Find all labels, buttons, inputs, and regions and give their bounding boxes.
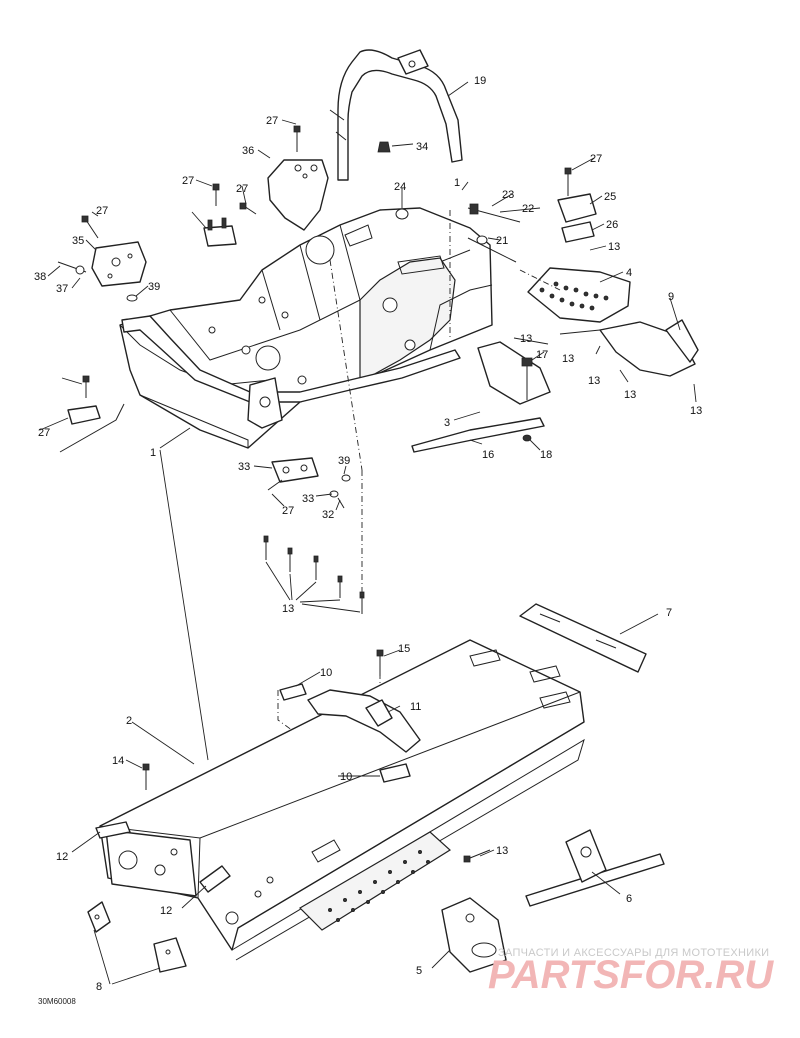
callout-24: 25 — [604, 191, 616, 203]
callout-13c: 13 — [562, 353, 574, 365]
callout-17: 17 — [536, 349, 548, 361]
callout-28: 33 — [238, 461, 250, 473]
callout-15: 15 — [398, 643, 410, 655]
callout-19: 19 — [474, 75, 486, 87]
callout-5: 5 — [416, 965, 422, 977]
callout-36: 38 — [34, 271, 46, 283]
callout-1: 1 — [150, 447, 156, 459]
callout-8: 8 — [96, 981, 102, 993]
callout-30: 33 — [302, 493, 314, 505]
callout-13h: 13 — [496, 845, 508, 857]
callout-9: 9 — [668, 291, 674, 303]
callout-numbers: 19 34 27 36 27 27 24 1 23 22 21 27 25 26… — [34, 75, 702, 993]
callout-23: 24 — [394, 181, 406, 193]
upper-frame — [119, 49, 493, 449]
callout-2: 2 — [126, 715, 132, 727]
drawing-code: 30M60008 — [38, 997, 76, 1006]
tunnel-assembly — [87, 603, 647, 973]
callout-13d: 13 — [588, 375, 600, 387]
callout-35: 37 — [56, 283, 68, 295]
callout-13e: 13 — [624, 389, 636, 401]
callout-33: 35 — [72, 235, 84, 247]
callout-21: 22 — [522, 203, 534, 215]
callout-34: 36 — [242, 145, 254, 157]
callout-27c: 27 — [236, 183, 248, 195]
callout-6: 6 — [626, 893, 632, 905]
callout-3: 3 — [444, 417, 450, 429]
callout-20: 21 — [496, 235, 508, 247]
callout-4: 4 — [626, 267, 632, 279]
callout-37: 39 — [148, 281, 160, 293]
callout-13g: 13 — [282, 603, 294, 615]
callout-16: 16 — [482, 449, 494, 461]
callout-13f: 13 — [690, 405, 702, 417]
callout-7: 7 — [666, 607, 672, 619]
callout-13b: 13 — [520, 333, 532, 345]
callout-31: 39 — [338, 455, 350, 467]
callout-27b: 27 — [182, 175, 194, 187]
callout-22: 23 — [502, 189, 514, 201]
callout-32: 34 — [416, 141, 428, 153]
callout-18: 18 — [540, 449, 552, 461]
callout-27e: 27 — [96, 205, 108, 217]
callout-12a: 12 — [56, 851, 68, 863]
watermark-tagline: ЗАПЧАСТИ И АКСЕССУАРЫ ДЛЯ МОТОТЕХНИКИ — [498, 947, 769, 959]
leader-lines — [39, 81, 697, 985]
small-parts-upper — [57, 125, 699, 614]
watermark-logo: PARTSFOR.RU — [488, 953, 774, 997]
callout-10b: 10 — [340, 771, 352, 783]
callout-10a: 10 — [320, 667, 332, 679]
callout-27a: 27 — [266, 115, 278, 127]
watermark: ЗАПЧАСТИ И АКСЕССУАРЫ ДЛЯ МОТОТЕХНИКИ PA… — [488, 947, 774, 997]
bracket-5 — [441, 897, 507, 973]
callout-13a: 13 — [608, 241, 620, 253]
callout-1-label: 1 — [454, 177, 460, 189]
callout-29: 32 — [322, 509, 334, 521]
bracket-6 — [525, 829, 665, 907]
callout-11: 11 — [410, 701, 421, 713]
callout-25: 26 — [606, 219, 618, 231]
callout-27d: 27 — [590, 153, 602, 165]
callout-14: 14 — [112, 755, 124, 767]
callout-27f: 27 — [282, 505, 294, 517]
callout-12b: 12 — [160, 905, 172, 917]
callout-26: 27 — [38, 427, 50, 439]
